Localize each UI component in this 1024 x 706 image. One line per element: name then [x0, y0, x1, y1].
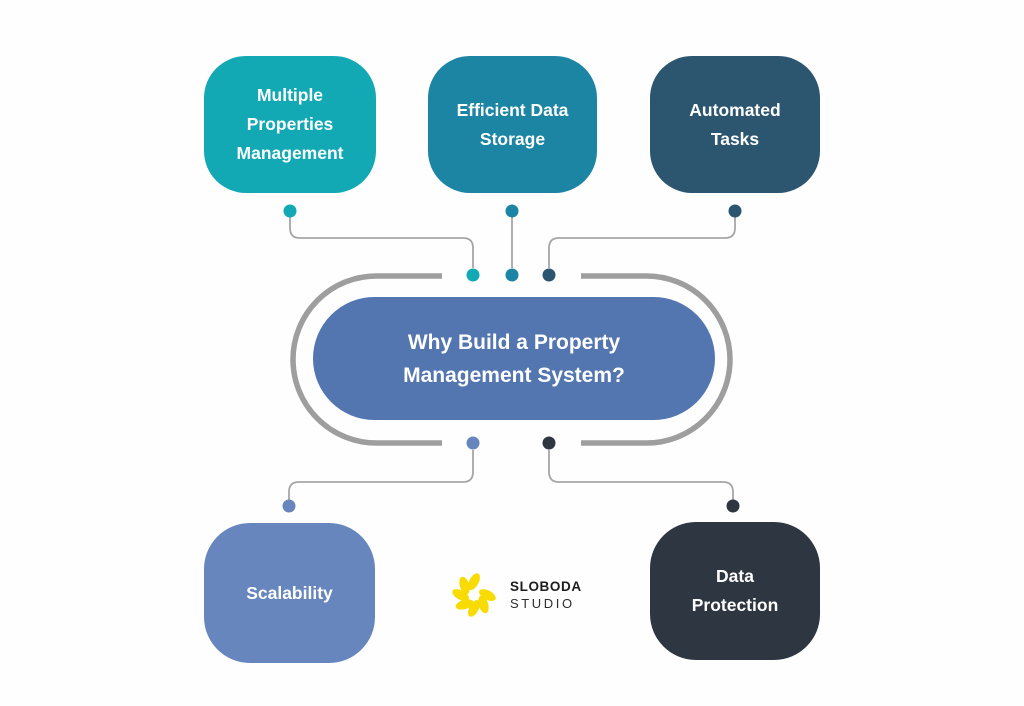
node-label-line: Multiple: [256, 85, 324, 105]
logo-subtitle: STUDIO: [510, 595, 575, 611]
node-label-line: Management: [236, 143, 344, 163]
node-label-line: Tasks: [710, 128, 760, 149]
dot-scalability-bottom: [282, 499, 296, 513]
center-title-line: Why Build a Property: [407, 330, 621, 354]
node-label-line: Scalability: [246, 582, 333, 603]
center-question-pill: Why Build a Property Management System?: [313, 297, 715, 420]
node-multiple-properties-management: Multiple Properties Management: [204, 56, 376, 193]
dot-efficient-data-ring: [505, 268, 519, 282]
sloboda-studio-logo: SLOBODA STUDIO: [449, 567, 582, 623]
dot-multiple-properties-top: [283, 204, 297, 218]
node-label-line: Automated: [689, 99, 781, 120]
connector-line-multiple-properties: [289, 213, 474, 268]
node-label-line: Storage: [479, 128, 546, 149]
dot-efficient-data-top: [505, 204, 519, 218]
dot-automated-tasks-ring: [542, 268, 556, 282]
node-label-line: Data: [716, 566, 754, 586]
node-scalability: Scalability: [204, 523, 375, 663]
node-label-line: Protection: [691, 595, 779, 615]
dot-scalability-ring: [466, 436, 480, 450]
node-automated-tasks: Automated Tasks: [650, 56, 820, 193]
logo-name: SLOBODA: [510, 578, 582, 594]
node-label-line: Efficient Data: [456, 99, 569, 120]
node-efficient-data-storage: Efficient Data Storage: [428, 56, 597, 193]
flower-icon: [452, 573, 496, 617]
outline-gap-bottom: [442, 435, 581, 450]
connector-line-data-protection: [548, 450, 734, 500]
connector-line-automated-tasks: [548, 213, 736, 268]
outline-gap-top: [442, 268, 581, 283]
node-data-protection: Data Protection: [650, 522, 820, 660]
center-title-line: Management System?: [403, 363, 625, 387]
node-label-line: Properties: [246, 114, 334, 134]
dot-data-protection-bottom: [726, 499, 740, 513]
connector-line-scalability: [288, 450, 474, 500]
dot-multiple-properties-ring: [466, 268, 480, 282]
dot-data-protection-ring: [542, 436, 556, 450]
dot-automated-tasks-top: [728, 204, 742, 218]
